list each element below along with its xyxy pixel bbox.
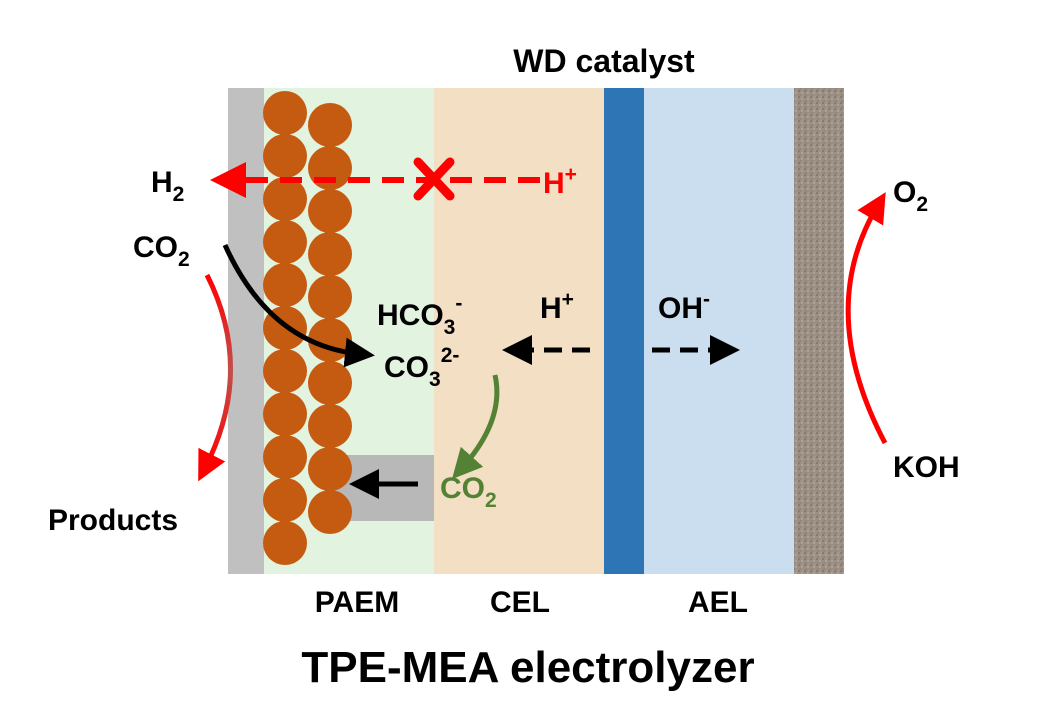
catalyst-particle xyxy=(263,220,307,264)
top-label: WD catalyst xyxy=(513,43,695,79)
cel-label: CEL xyxy=(490,586,550,619)
co2-left-label: CO2 xyxy=(133,231,190,271)
koh-label: KOH xyxy=(893,451,960,484)
bipolar-junction xyxy=(604,88,644,574)
catalyst-particle xyxy=(263,435,307,479)
hco3-label: HCO3- xyxy=(377,292,462,339)
h-plus-mid-label: H+ xyxy=(540,288,574,325)
h2-label: H2 xyxy=(151,166,184,206)
catalyst-particle xyxy=(263,392,307,436)
catalyst-particle xyxy=(308,404,352,448)
catalyst-particle xyxy=(308,146,352,190)
co2-release-arrow xyxy=(451,374,500,480)
catalyst-particle xyxy=(308,490,352,534)
catalyst-particle xyxy=(263,349,307,393)
catalyst-particle xyxy=(263,91,307,135)
catalyst-particle xyxy=(263,263,307,307)
block-cross-icon xyxy=(413,157,455,201)
products-label: Products xyxy=(48,504,178,537)
h-plus-top-label: H+ xyxy=(543,163,577,200)
catalyst-particle xyxy=(263,478,307,522)
koh-to-o2-arrow xyxy=(845,192,888,445)
co3-label: CO32- xyxy=(384,344,459,391)
catalyst-particle xyxy=(308,361,352,405)
ael-label: AEL xyxy=(688,586,748,619)
anode-layer xyxy=(794,88,844,574)
catalyst-particle xyxy=(263,521,307,565)
cel-layer xyxy=(434,88,604,574)
catalyst-particle xyxy=(308,447,352,491)
catalyst-particle xyxy=(308,232,352,276)
gas-diffusion-layer xyxy=(228,88,264,574)
o2-label: O2 xyxy=(893,176,928,216)
co2-inflow-arrow xyxy=(222,243,375,368)
oh-minus-label: OH- xyxy=(658,288,710,325)
co2-green-label: CO2 xyxy=(440,472,497,512)
diagram-title: TPE-MEA electrolyzer xyxy=(301,643,754,692)
catalyst-particle xyxy=(263,134,307,178)
catalyst-particle xyxy=(263,177,307,221)
paem-label: PAEM xyxy=(315,586,399,619)
catalyst-particle xyxy=(308,189,352,233)
catalyst-particle xyxy=(308,275,352,319)
catalyst-particle xyxy=(308,103,352,147)
ael-layer xyxy=(644,88,794,574)
products-arrow xyxy=(198,273,233,482)
